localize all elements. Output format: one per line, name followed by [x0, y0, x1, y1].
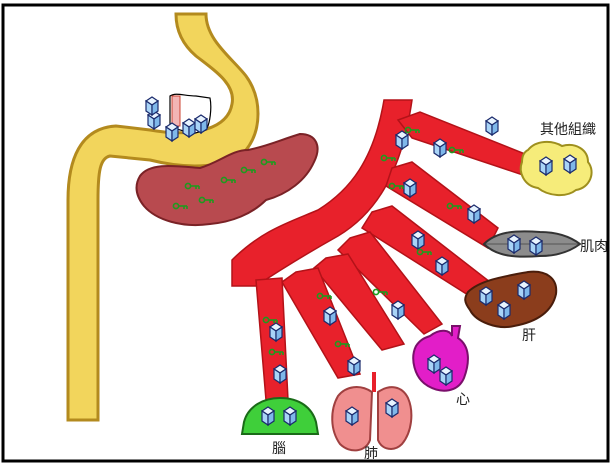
sugar-cube-icon	[346, 407, 358, 425]
sugar-cube-icon	[518, 281, 530, 299]
sugar-cube-icon	[480, 287, 492, 305]
brain-label: 腦	[272, 441, 286, 457]
sugar-cube-icon	[392, 301, 404, 319]
sugar-cube-icon	[540, 157, 552, 175]
sugar-cube-icon	[498, 301, 510, 319]
sugar-cube-icon	[146, 97, 158, 115]
sugar-cube-icon	[262, 407, 274, 425]
sugar-cube-icon	[348, 357, 360, 375]
sugar-cube-icon	[166, 123, 178, 141]
sugar-cube-icon	[270, 323, 282, 341]
sugar-cube-icon	[434, 139, 446, 157]
sugar-cube-icon	[183, 119, 195, 137]
sugar-cube-icon	[564, 155, 576, 173]
lung-label: 肺	[364, 446, 378, 462]
sugar-cube-icon	[274, 365, 286, 383]
sugar-cube-icon	[396, 131, 408, 149]
heart-label: 心	[456, 392, 470, 408]
sugar-cube-icon	[195, 115, 207, 133]
liver-label: 肝	[522, 328, 536, 344]
sugar-cube-icon	[486, 117, 498, 135]
sugar-cube-icon	[386, 399, 398, 417]
sugar-cube-icon	[404, 179, 416, 197]
sugar-cube-icon	[530, 237, 542, 255]
sugar-cube-icon	[508, 235, 520, 253]
sugar-cube-icon	[436, 257, 448, 275]
other-tissue-label: 其他組織	[540, 122, 596, 138]
sugar-cube-icon	[284, 407, 296, 425]
sugar-cube-icon	[428, 355, 440, 373]
muscle-label: 肌肉	[580, 239, 608, 255]
other-tissue	[521, 142, 592, 195]
sugar-cube-icon	[468, 205, 480, 223]
sugar-cube-icon	[324, 307, 336, 325]
sugar-cube-icon	[412, 231, 424, 249]
sugar-cube-icon	[440, 367, 452, 385]
